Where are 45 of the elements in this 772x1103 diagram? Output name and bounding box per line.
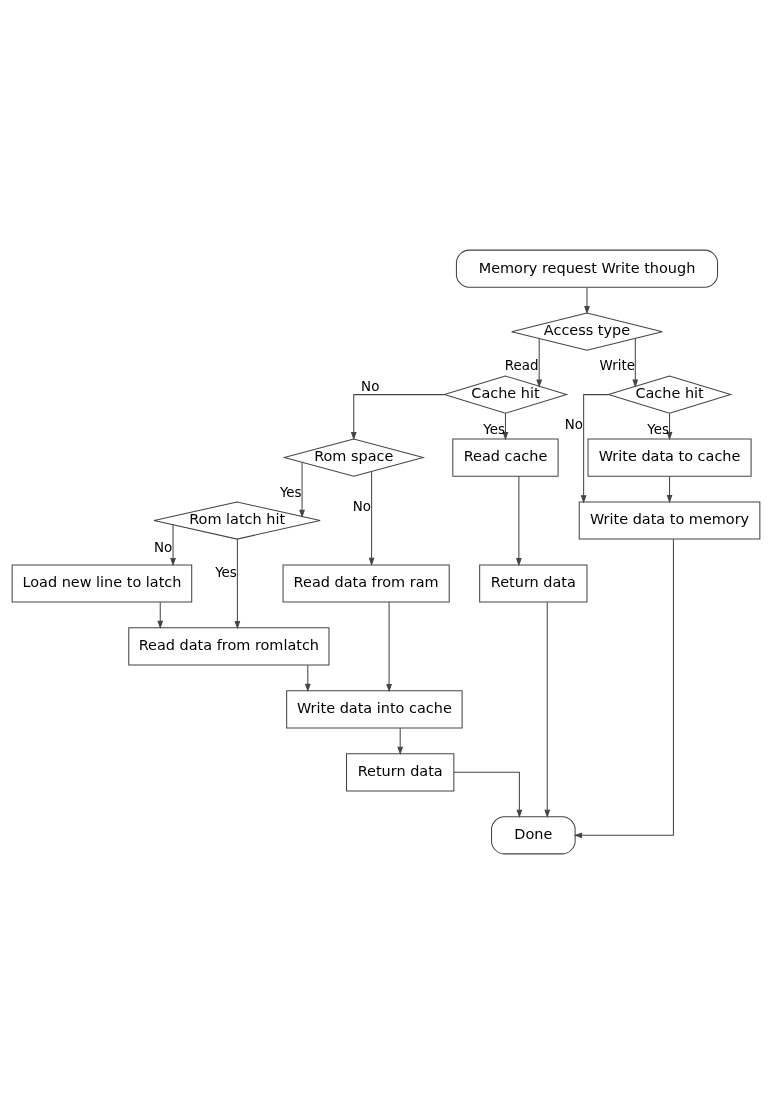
node-diamond: Rom space [282, 437, 426, 477]
arrow [502, 412, 509, 440]
node-diamond: Rom latch hit [153, 500, 321, 540]
arrow [304, 664, 311, 692]
edge-label: Read [504, 357, 539, 373]
node-box: Return data [346, 752, 455, 791]
node-box: Read cache [452, 437, 559, 477]
arrow [666, 475, 673, 503]
node-box: Write data to memory [578, 500, 761, 540]
arrow [536, 337, 543, 388]
arrow [580, 393, 609, 503]
node-box: Return data [479, 563, 588, 603]
arrow [516, 475, 522, 566]
node-box: Memory request Write though [455, 249, 719, 288]
node-diamond: Cache hit [442, 375, 569, 414]
arrow [544, 601, 551, 818]
arrow [453, 771, 523, 818]
edge-label: Yes [279, 484, 302, 500]
arrow [157, 601, 164, 629]
node-box: Done [491, 815, 576, 854]
node-box: Load new line to latch [11, 563, 193, 603]
arrow [350, 393, 445, 440]
edge-label: Yes [483, 421, 505, 437]
arrow [666, 412, 673, 440]
node-box: Write data to cache [587, 437, 752, 477]
node-diamond: Access type [511, 312, 663, 351]
arrow [573, 538, 674, 838]
arrow [234, 538, 241, 629]
node-box: Read data from ram [282, 563, 450, 603]
node-box: Read data from romlatch [128, 626, 330, 666]
edge-label: No [154, 540, 173, 555]
edge-label: No [564, 416, 583, 432]
node-box: Write data into cache [286, 689, 463, 728]
arrow [632, 337, 639, 388]
edge-label: No [361, 378, 380, 394]
edge-label: Write [599, 357, 635, 373]
arrow [170, 524, 176, 566]
arrow [386, 601, 392, 692]
edge-label: No [352, 498, 371, 514]
edge-label: Yes [647, 421, 670, 437]
arrow [397, 727, 404, 755]
arrow [368, 470, 375, 566]
edge-label: Yes [215, 564, 237, 580]
arrow [299, 461, 305, 518]
arrow [584, 286, 590, 314]
